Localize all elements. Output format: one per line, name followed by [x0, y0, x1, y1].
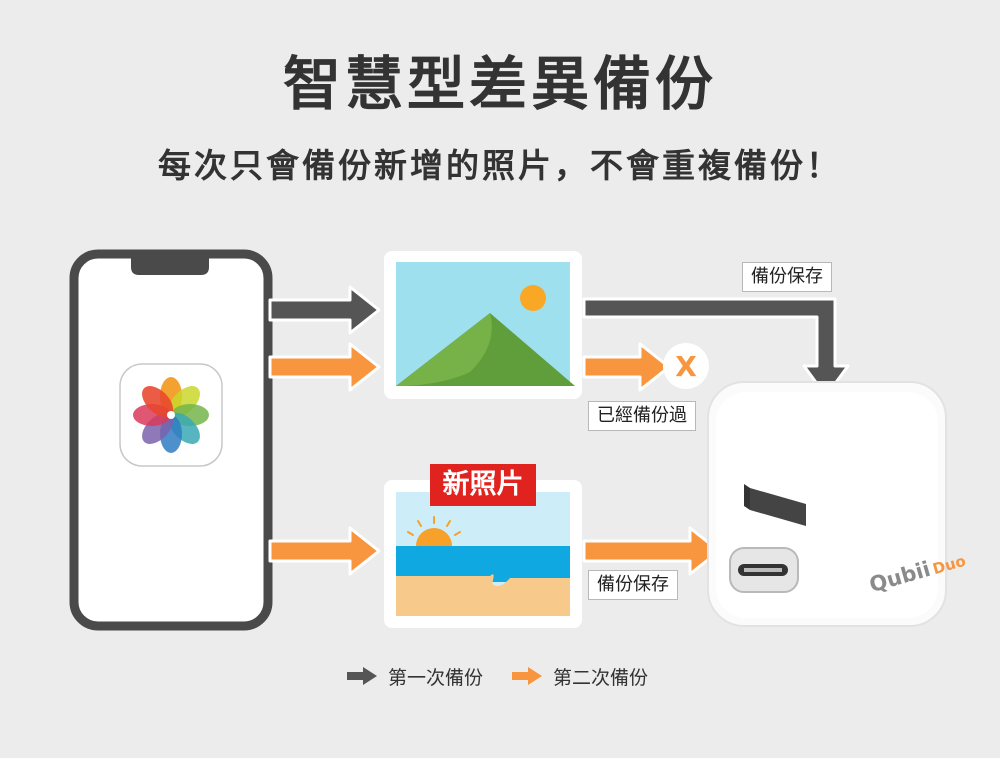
page-title: 智慧型差異備份	[282, 50, 717, 118]
arrow-second-backup-new-photo	[268, 526, 381, 576]
arrow-first-backup-to-photo	[268, 285, 381, 335]
label-already-backed-up: 已經備份過	[588, 401, 696, 431]
usb-c-connector	[729, 547, 799, 593]
page-subtitle: 每次只會備份新增的照片，不會重複備份！	[158, 146, 842, 185]
photos-app-icon	[119, 363, 223, 467]
arrow-second-backup-skip	[582, 342, 671, 392]
photo-beach	[384, 480, 582, 628]
legend-first-backup-label: 第一次備份	[388, 666, 484, 689]
legend: 第一次備份 第二次備份	[346, 660, 676, 692]
legend-gray-arrow-icon	[347, 667, 377, 685]
legend-first-backup: 第一次備份	[346, 663, 483, 690]
arrow-second-backup-to-photo	[268, 342, 381, 392]
photo-mountain	[384, 251, 582, 399]
label-backup-save-top: 備份保存	[742, 262, 832, 292]
skip-mark: X	[675, 350, 697, 383]
arrow-second-backup-to-device	[582, 526, 721, 576]
legend-orange-arrow-icon	[512, 667, 543, 685]
qubii-duo-device	[707, 381, 947, 627]
new-photo-badge: 新照片	[430, 464, 536, 506]
label-backup-save-bottom: 備份保存	[588, 570, 678, 600]
legend-second-backup-label: 第二次備份	[553, 666, 649, 689]
legend-second-backup: 第二次備份	[511, 663, 648, 690]
skip-x-icon: X	[663, 343, 709, 389]
